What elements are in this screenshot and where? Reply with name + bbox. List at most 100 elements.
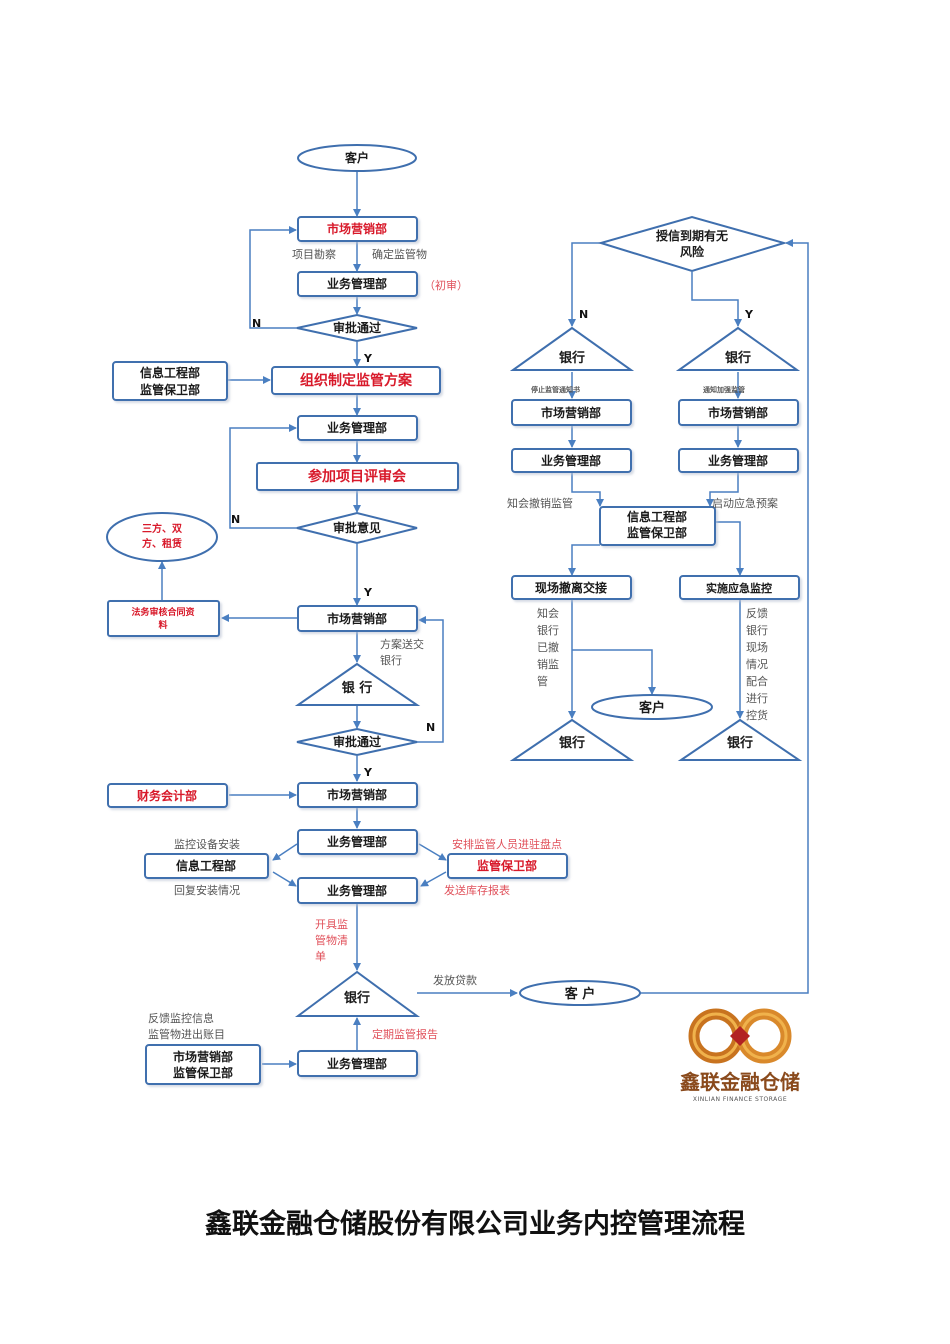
svg-text:鑫联金融仓储: 鑫联金融仓储 xyxy=(680,1070,800,1094)
svg-text:参加项目评审会: 参加项目评审会 xyxy=(308,468,407,485)
svg-text:信息工程部: 信息工程部 xyxy=(140,365,200,380)
decision-approve-1: 审批通过 xyxy=(296,313,418,343)
svg-text:审批通过: 审批通过 xyxy=(333,320,381,335)
decision-approve-2: 审批通过 xyxy=(296,727,418,757)
svg-text:客户: 客户 xyxy=(639,700,665,716)
node-finance: 财务会计部 xyxy=(107,783,228,808)
svg-text:市场营销部: 市场营销部 xyxy=(327,787,387,802)
svg-text:反馈: 反馈 xyxy=(746,607,768,620)
node-biz-2: 业务管理部 xyxy=(297,415,418,441)
svg-text:情况: 情况 xyxy=(746,658,768,671)
svg-text:业务管理部: 业务管理部 xyxy=(327,883,387,898)
svg-text:Y: Y xyxy=(363,352,373,365)
svg-text:业务管理部: 业务管理部 xyxy=(708,453,768,468)
node-market-1: 市场营销部 xyxy=(297,216,418,242)
svg-text:监管保卫部: 监管保卫部 xyxy=(173,1065,233,1080)
svg-text:业务管理部: 业务管理部 xyxy=(541,453,601,468)
svg-text:现场: 现场 xyxy=(746,640,768,654)
svg-text:项目勘察: 项目勘察 xyxy=(292,247,336,261)
svg-text:XINLIAN FINANCE STORAGE: XINLIAN FINANCE STORAGE xyxy=(693,1096,787,1103)
svg-text:配合: 配合 xyxy=(746,674,768,688)
svg-text:市场营销部: 市场营销部 xyxy=(327,221,387,236)
svg-text:银行: 银行 xyxy=(559,350,585,366)
svg-text:财务会计部: 财务会计部 xyxy=(136,788,197,803)
svg-text:现场撤离交接: 现场撤离交接 xyxy=(535,580,607,595)
svg-text:信息工程部: 信息工程部 xyxy=(176,858,236,873)
node-biz-1: 业务管理部 xyxy=(297,271,418,297)
inform-bank-label: 知会 银行 已撤 销监 管 xyxy=(537,606,559,688)
svg-text:银行: 银行 xyxy=(380,653,402,667)
node-review: 参加项目评审会 xyxy=(256,462,459,491)
svg-text:市场营销部: 市场营销部 xyxy=(327,611,387,626)
node-onsite-handover: 现场撤离交接 xyxy=(511,575,632,600)
svg-text:审批通过: 审批通过 xyxy=(333,734,381,749)
node-biz-3: 业务管理部 xyxy=(297,829,418,855)
svg-text:已撤: 已撤 xyxy=(537,640,559,654)
svg-text:实施应急监控: 实施应急监控 xyxy=(706,581,772,595)
svg-text:市场营销部: 市场营销部 xyxy=(173,1049,233,1064)
node-three-party: 三方、双 方、租赁 xyxy=(106,512,218,562)
svg-text:三方、双: 三方、双 xyxy=(142,522,182,535)
svg-text:审批意见: 审批意见 xyxy=(333,520,381,535)
node-bank-r1: 银行 xyxy=(509,326,635,371)
svg-text:市场营销部: 市场营销部 xyxy=(708,405,768,420)
node-emergency: 实施应急监控 xyxy=(679,575,800,600)
svg-text:市场营销部: 市场营销部 xyxy=(541,405,601,420)
svg-text:业务管理部: 业务管理部 xyxy=(327,420,387,435)
svg-text:管: 管 xyxy=(537,674,548,688)
svg-text:监管保卫部: 监管保卫部 xyxy=(477,858,537,873)
svg-text:银行: 银行 xyxy=(344,990,370,1006)
node-market-r1: 市场营销部 xyxy=(511,399,632,426)
svg-text:法务审核合同资: 法务审核合同资 xyxy=(131,606,194,618)
company-logo: 鑫联金融仓储 XINLIAN FINANCE STORAGE xyxy=(680,1008,800,1103)
edge-labels: 项目勘察 确定监管物 （初审） N Y N Y 方案送交 银行 N Y 监控设备… xyxy=(148,247,778,1041)
svg-text:银行: 银行 xyxy=(727,735,753,751)
svg-text:启动应急预案: 启动应急预案 xyxy=(712,496,778,510)
svg-text:单: 单 xyxy=(315,950,326,963)
node-bank-r2: 银行 xyxy=(675,326,801,371)
page-title: 鑫联金融仓储股份有限公司业务内控管理流程 xyxy=(205,1209,745,1240)
node-market-3: 市场营销部 xyxy=(297,782,418,808)
node-market-r2: 市场营销部 xyxy=(678,399,799,426)
node-bank-2: 银行 xyxy=(294,970,421,1017)
svg-text:监控设备安装: 监控设备安装 xyxy=(174,837,240,851)
svg-text:料: 料 xyxy=(158,619,167,631)
decision-approve-opinion: 审批意见 xyxy=(296,511,418,545)
connectors-right xyxy=(568,242,744,719)
node-bank-r3: 银行 xyxy=(509,718,635,761)
svg-text:开具监: 开具监 xyxy=(315,918,348,931)
svg-text:N: N xyxy=(579,308,588,321)
svg-text:知会: 知会 xyxy=(537,606,559,620)
svg-text:发送库存报表: 发送库存报表 xyxy=(444,883,510,897)
svg-text:信息工程部: 信息工程部 xyxy=(627,509,687,524)
svg-text:销监: 销监 xyxy=(537,657,559,671)
svg-text:控货: 控货 xyxy=(746,708,768,722)
svg-text:银行: 银行 xyxy=(559,735,585,751)
svg-text:通知加强监管: 通知加强监管 xyxy=(703,385,745,394)
node-customer-top: 客户 xyxy=(297,144,417,172)
node-bank-1: 银 行 xyxy=(294,662,421,706)
decision-risk: 授信到期有无 风险 xyxy=(597,215,788,273)
svg-text:方案送交: 方案送交 xyxy=(380,637,424,651)
svg-text:银 行: 银 行 xyxy=(342,680,373,696)
svg-text:银行: 银行 xyxy=(746,623,768,637)
node-customer-r: 客户 xyxy=(591,694,713,720)
svg-text:监管保卫部: 监管保卫部 xyxy=(140,382,200,397)
node-biz-r2: 业务管理部 xyxy=(678,448,799,473)
svg-text:Y: Y xyxy=(363,586,373,599)
svg-text:安排监管人员进驻盘点: 安排监管人员进驻盘点 xyxy=(452,837,562,851)
logo-mark-icon xyxy=(688,1008,792,1064)
node-market-2: 市场营销部 xyxy=(297,605,418,632)
svg-text:组织制定监管方案: 组织制定监管方案 xyxy=(300,372,413,389)
node-customer-2: 客 户 xyxy=(519,980,641,1006)
node-legal-review: 法务审核合同资 料 xyxy=(107,600,220,637)
node-plan: 组织制定监管方案 xyxy=(271,366,441,395)
svg-text:授信到期有无: 授信到期有无 xyxy=(656,228,728,243)
svg-text:方、租赁: 方、租赁 xyxy=(142,537,182,550)
node-info-security-1: 信息工程部 监管保卫部 xyxy=(112,361,228,401)
node-supervision: 监管保卫部 xyxy=(447,853,568,879)
flowchart-diagram: 客户 市场营销部 业务管理部 审批通过 信息工程部 监管保卫部 组织制定监管方案… xyxy=(106,144,809,1103)
svg-text:银行: 银行 xyxy=(725,350,751,366)
node-info-eng: 信息工程部 xyxy=(144,853,269,879)
node-bank-r4: 银行 xyxy=(677,718,803,761)
